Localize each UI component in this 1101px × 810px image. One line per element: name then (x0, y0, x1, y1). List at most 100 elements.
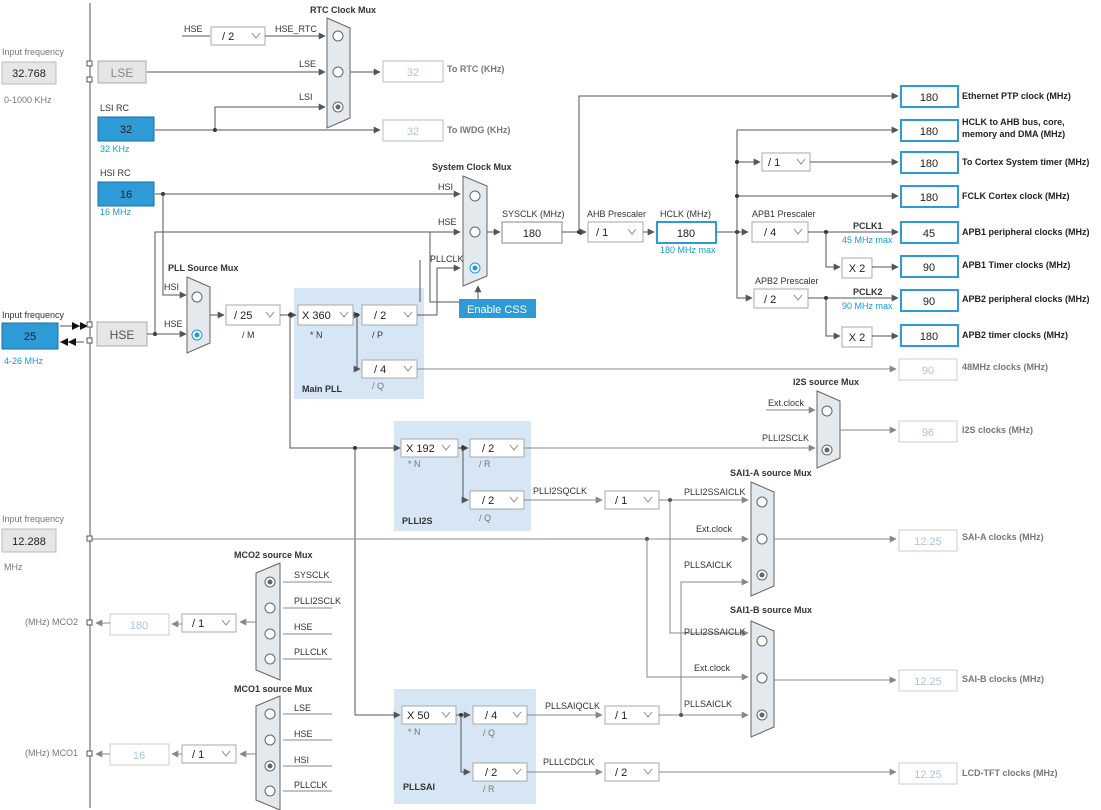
sai-b-mux-title: SAI1-B source Mux (730, 605, 812, 615)
lse-range: 0-1000 KHz (4, 95, 52, 105)
apb1-label: APB1 Prescaler (752, 209, 816, 219)
apb1-timer-output-box[interactable] (900, 255, 959, 278)
pllsai-out-r-label: PLLLCDCLK (543, 757, 595, 767)
i2s-mux-title: I2S source Mux (793, 377, 859, 387)
hsi-rc-title: HSI RC (100, 168, 131, 178)
mco2-in3: HSE (294, 622, 313, 632)
pll-q-label: / Q (372, 381, 384, 391)
apb2-periph-output-label: APB2 peripheral clocks (MHz) (962, 294, 1090, 304)
hclk-max: 180 MHz max (660, 245, 716, 255)
mco1-source-mux[interactable] (255, 695, 281, 810)
pllsai-label: PLLSAI (403, 782, 435, 792)
lsi-rc-unit: 32 KHz (100, 144, 130, 154)
rtc-hse-div-select[interactable] (210, 26, 266, 46)
sai-b-mux-in1: PLLI2SSAICLK (684, 627, 746, 637)
i2s-ext-unit: MHz (4, 562, 23, 572)
system-mux-hse: HSE (438, 217, 457, 227)
lse-source-box[interactable] (97, 60, 147, 84)
apb1-timer-mul[interactable] (841, 257, 873, 279)
mco2-div-value: / 1 (192, 618, 204, 630)
iwdg-output-box[interactable] (382, 119, 444, 142)
plli2s-n-label: * N (408, 459, 421, 469)
apb2-select[interactable] (753, 288, 809, 309)
pllsai-q-post-value: / 1 (615, 710, 627, 722)
sai-a-mux-title: SAI1-A source Mux (730, 468, 812, 478)
plli2s-r-label: / R (479, 459, 491, 469)
plli2s-post-div-select[interactable] (604, 490, 660, 510)
hse-input-value: 25 (24, 331, 36, 343)
mco2-output-box[interactable] (109, 613, 170, 636)
mco1-div-value: / 1 (192, 749, 204, 761)
lse-input-value: 32.768 (12, 68, 46, 80)
lcd-output-box[interactable] (898, 762, 958, 785)
pll-q-value: / 4 (374, 364, 386, 376)
plli2s-n-value: X 192 (406, 443, 435, 455)
rtc-lse-label: LSE (299, 59, 316, 69)
ahb-value: / 1 (596, 227, 608, 239)
fclk-output-label: FCLK Cortex clock (MHz) (962, 191, 1070, 201)
rtc-output-box[interactable] (382, 60, 444, 83)
pll-source-mux[interactable] (186, 276, 211, 354)
mco1-in1: LSE (294, 703, 311, 713)
rtc-hse-rtc-label: HSE_RTC (275, 24, 317, 34)
enable-css-button[interactable] (459, 299, 536, 318)
cortex-div-value: / 1 (768, 157, 780, 169)
apb2-timer-mul[interactable] (841, 326, 873, 348)
pllsai-r-value: / 2 (485, 767, 497, 779)
mco2-source-mux[interactable] (255, 562, 281, 681)
apb1-timer-output-label: APB1 Timer clocks (MHz) (962, 260, 1070, 270)
apb1-periph-output-box[interactable] (900, 221, 959, 244)
pclk2-label: PCLK2 (853, 287, 883, 297)
apb1-max: 45 MHz max (842, 235, 893, 245)
rtc-mux-title: RTC Clock Mux (310, 5, 376, 15)
hsi-rc-box[interactable] (97, 181, 155, 207)
mco1-in3: HSI (294, 755, 309, 765)
lse-input-field[interactable] (1, 61, 57, 85)
mco2-div-select[interactable] (181, 613, 237, 633)
main-pll-label: Main PLL (302, 384, 343, 394)
plli2s-r-value: / 2 (482, 443, 494, 455)
mco2-in4: PLLCLK (294, 647, 328, 657)
ethernet-output-box[interactable] (900, 85, 959, 108)
hclk-label: HCLK (MHz) (660, 209, 711, 219)
apb2-timer-output-box[interactable] (900, 324, 959, 347)
sai-a-output-box[interactable] (898, 529, 958, 552)
i2s-source-mux[interactable] (816, 390, 841, 469)
usb48-output-box[interactable] (898, 358, 958, 381)
cortex-timer-output-box[interactable] (900, 151, 959, 174)
pllsai-q-post-select[interactable] (604, 705, 660, 725)
lsi-rc-box[interactable] (97, 116, 155, 142)
usb48-output-value: 90 (922, 365, 934, 377)
mco2-mux-title: MCO2 source Mux (234, 550, 313, 560)
pllsai-r-post-select[interactable] (604, 762, 660, 782)
cortex-timer-output-value: 180 (920, 158, 938, 170)
apb2-max: 90 MHz max (842, 301, 893, 311)
apb1-timer-mul-value: X 2 (849, 263, 866, 275)
apb2-periph-output-box[interactable] (900, 289, 959, 312)
apb1-timer-output-value: 90 (923, 262, 935, 274)
mco2-label: (MHz) MCO2 (25, 617, 78, 627)
rtc-lsi-label: LSI (299, 92, 313, 102)
hclk-ahb-output-label2: memory and DMA (MHz) (962, 129, 1065, 139)
pllsai-r-post-value: / 2 (615, 767, 627, 779)
i2s-mux-ext: Ext.clock (768, 398, 805, 408)
i2s-output-label: I2S clocks (MHz) (962, 425, 1033, 435)
sai-a-mux-in2: Ext.clock (696, 524, 733, 534)
apb2-timer-output-label: APB2 timer clocks (MHz) (962, 330, 1068, 340)
hse-input-field[interactable] (1, 322, 59, 350)
pll-source-hse: HSE (164, 319, 183, 329)
i2s-ext-field[interactable] (1, 528, 57, 553)
sai-a-mux-in3: PLLSAICLK (684, 560, 732, 570)
apb1-periph-output-value: 45 (923, 228, 935, 240)
sai-b-output-box[interactable] (898, 669, 958, 692)
pll-source-hsi: HSI (164, 282, 179, 292)
mco1-output-value: 16 (133, 750, 145, 762)
pll-p-select[interactable] (361, 304, 418, 326)
hclk-ahb-output-box[interactable] (900, 119, 959, 142)
fclk-output-box[interactable] (900, 185, 959, 208)
plli2s-q-value: / 2 (482, 495, 494, 507)
plli2s-post-div-value: / 1 (615, 495, 627, 507)
i2s-output-box[interactable] (898, 420, 958, 443)
pll-q-select[interactable] (361, 359, 418, 379)
